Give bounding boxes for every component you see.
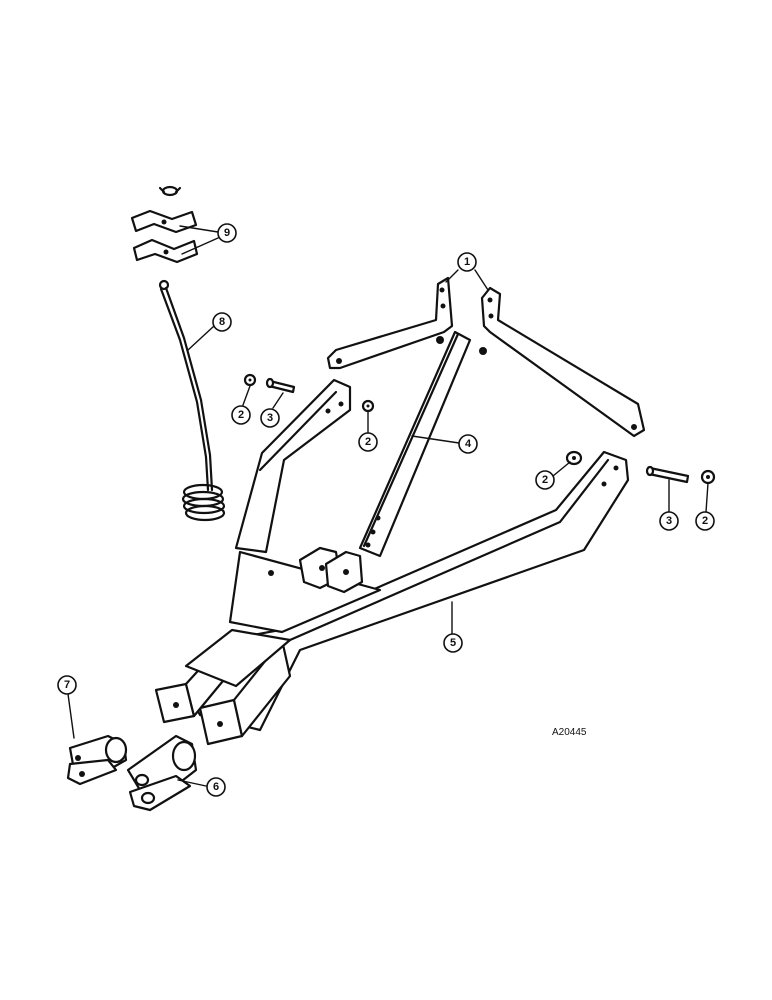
washer-3 [565, 450, 583, 466]
clevis-small [66, 734, 128, 786]
clip-lower [132, 238, 199, 264]
callout-2-c: 2 [535, 470, 555, 490]
spring-rod [158, 279, 226, 522]
callout-6-label: 6 [213, 781, 219, 793]
callout-7-label: 7 [64, 679, 70, 691]
callout-9: 9 [217, 223, 237, 243]
washer-1 [243, 373, 257, 387]
callout-3-a-label: 3 [267, 412, 273, 424]
callout-1-label: 1 [464, 256, 470, 268]
callout-2-b-label: 2 [365, 436, 371, 448]
callout-3-b: 3 [659, 511, 679, 531]
callout-9-label: 9 [224, 227, 230, 239]
callout-8: 8 [212, 312, 232, 332]
callout-2-b: 2 [358, 432, 378, 452]
figure-code: A20445 [552, 727, 587, 738]
callout-8-label: 8 [219, 316, 225, 328]
callout-2-d-label: 2 [702, 515, 708, 527]
pin-1 [265, 377, 296, 394]
callout-3-a: 3 [260, 408, 280, 428]
callout-5: 5 [443, 633, 463, 653]
washer-2 [361, 399, 375, 413]
callout-2-a-label: 2 [238, 409, 244, 421]
clevis-large [126, 734, 198, 812]
callout-2-a: 2 [231, 405, 251, 425]
a-frame-hitch [154, 378, 630, 746]
callout-6: 6 [206, 777, 226, 797]
wing-nut [158, 185, 182, 197]
clip-upper [130, 209, 198, 234]
center-tube [358, 330, 487, 558]
callout-5-label: 5 [450, 637, 456, 649]
callout-7: 7 [57, 675, 77, 695]
washer-4 [700, 469, 716, 485]
callout-4-label: 4 [465, 438, 472, 450]
callout-3-b-label: 3 [666, 515, 672, 527]
brace-right [480, 286, 646, 438]
callout-2-d: 2 [695, 511, 715, 531]
callout-4: 4 [458, 434, 478, 454]
brace-left [326, 276, 454, 370]
pin-2 [645, 465, 690, 484]
callout-1: 1 [457, 252, 477, 272]
leader-lines [67, 225, 709, 787]
callout-2-c-label: 2 [542, 474, 548, 486]
